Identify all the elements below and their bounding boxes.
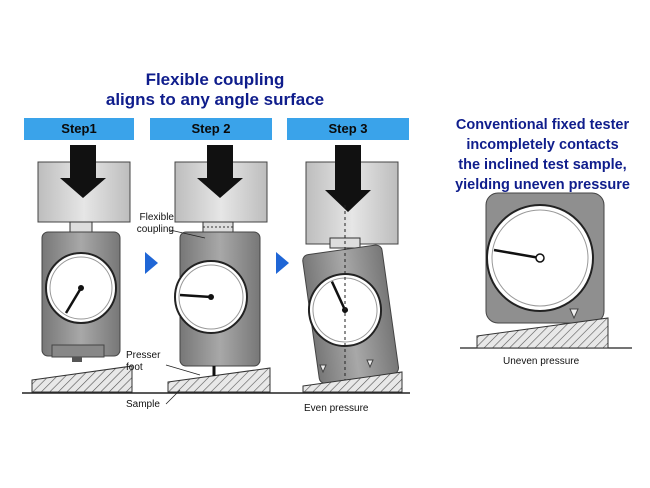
step-2-tester xyxy=(167,145,271,393)
step-3-banner: Step 3 xyxy=(287,118,409,140)
conventional-line-4: yielding uneven pressure xyxy=(455,177,630,193)
uneven-pressure-label: Uneven pressure xyxy=(503,356,580,367)
conventional-tester xyxy=(460,192,632,349)
presser-foot-label: Presser foot xyxy=(126,350,166,374)
presser-foot-label-line-1: Presser xyxy=(126,350,161,361)
conventional-line-2: incompletely contacts xyxy=(466,137,619,153)
step-2-banner: Step 2 xyxy=(150,118,272,140)
headline: Flexible coupling aligns to any angle su… xyxy=(90,70,340,110)
conventional-caption: Conventional fixed tester incompletely c… xyxy=(435,115,650,195)
step-3-tester xyxy=(302,145,403,393)
down-arrow-icon xyxy=(325,145,371,212)
headline-line-2: aligns to any angle surface xyxy=(105,90,325,109)
presser-foot-label-line-2: foot xyxy=(126,362,143,373)
headline-line-1: Flexible coupling xyxy=(145,70,285,89)
next-arrow-icon xyxy=(145,252,158,274)
flexible-coupling-label-line-1: Flexible xyxy=(139,212,174,223)
step-1-banner: Step1 xyxy=(24,118,134,140)
conventional-line-1: Conventional fixed tester xyxy=(455,117,630,133)
flexible-coupling-label: Flexible coupling xyxy=(122,212,174,236)
step-1-tester xyxy=(31,145,133,393)
even-pressure-label: Even pressure xyxy=(304,403,369,414)
flexible-coupling-label-line-2: coupling xyxy=(136,224,174,235)
sample-label: Sample xyxy=(126,399,160,410)
next-arrow-icon xyxy=(276,252,289,274)
down-arrow-icon xyxy=(197,145,243,198)
down-arrow-icon xyxy=(60,145,106,198)
conventional-line-3: the inclined test sample, xyxy=(458,157,627,173)
